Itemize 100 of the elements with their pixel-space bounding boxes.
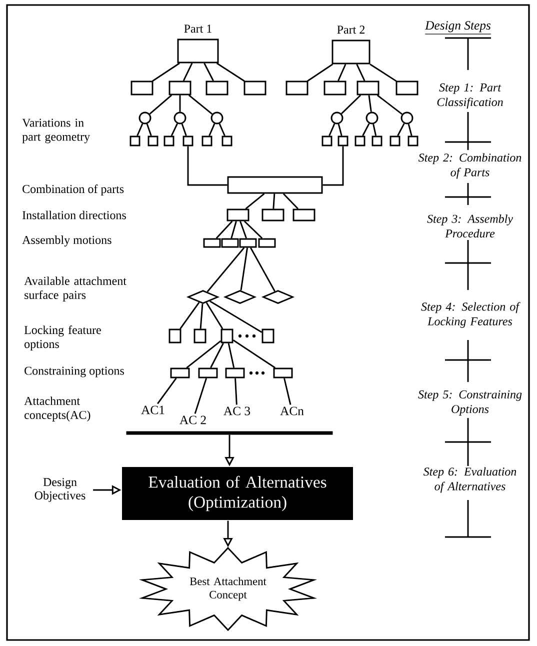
connector-line xyxy=(157,378,177,404)
column-heading: Design Steps xyxy=(424,21,492,34)
connector-line xyxy=(186,340,222,368)
rectangle-shape xyxy=(221,238,239,248)
connector-line xyxy=(179,95,181,112)
rectangle-shape xyxy=(182,136,194,146)
rectangle-shape xyxy=(227,176,323,194)
connector-line xyxy=(322,146,344,186)
connector-line xyxy=(244,220,263,239)
connector-line xyxy=(146,124,152,136)
connector-line xyxy=(228,343,235,368)
connector-line xyxy=(250,247,276,292)
connector-line xyxy=(328,123,336,136)
concept-label: AC 3 xyxy=(224,406,250,416)
evaluation-box: Evaluation of Alternatives (Optimization) xyxy=(122,467,353,520)
level-label: Constraining options xyxy=(24,366,124,378)
level-label: Variations in part geometry xyxy=(22,118,90,144)
rectangle-shape xyxy=(148,136,158,146)
circle-shape xyxy=(400,112,414,124)
concept-label: AC 2 xyxy=(180,416,206,424)
connector-line xyxy=(149,94,172,114)
rectangle-shape xyxy=(322,136,332,146)
rectangle-shape xyxy=(225,368,245,378)
rectangle-shape xyxy=(258,238,276,248)
step-label: Step 6: Evaluation of Alternatives xyxy=(424,467,516,493)
connector-line xyxy=(408,124,412,136)
rectangle-shape xyxy=(408,136,418,146)
part-box: Part 2 xyxy=(332,26,370,64)
connector-line xyxy=(152,62,180,82)
rectangle-shape xyxy=(220,328,234,344)
connector-line xyxy=(306,64,334,82)
rectangle-shape xyxy=(202,136,212,146)
level-label: Installation directions xyxy=(22,210,126,220)
step-label: Step 2: Combination of Parts xyxy=(418,153,522,179)
part-box: Part 1 xyxy=(177,24,219,64)
bar-line xyxy=(126,431,333,435)
connector-line xyxy=(216,220,233,239)
rectangle-shape xyxy=(170,368,190,378)
connector-line xyxy=(182,62,193,82)
rectangle-shape xyxy=(239,238,257,248)
connector-line xyxy=(180,302,200,330)
connector-line xyxy=(206,302,224,330)
connector-line xyxy=(338,64,346,82)
connector-line xyxy=(340,94,362,114)
connector-line xyxy=(208,123,216,136)
rectangle-shape xyxy=(198,368,218,378)
rectangle-shape xyxy=(372,136,382,146)
connector-line xyxy=(362,123,370,136)
rectangle-shape xyxy=(194,328,206,344)
connector-line xyxy=(206,247,245,292)
connector-line xyxy=(204,62,214,82)
connector-line xyxy=(232,340,276,368)
connector-line xyxy=(240,221,247,239)
connector-line xyxy=(200,304,204,329)
connector-line xyxy=(181,124,187,136)
node-label: Part 1 xyxy=(184,24,212,33)
connector-line xyxy=(218,123,226,136)
connector-line xyxy=(284,378,292,405)
rectangle-shape xyxy=(164,136,174,146)
connector-line xyxy=(272,194,276,209)
rectangle-shape xyxy=(338,136,348,146)
connector-line xyxy=(368,95,372,112)
rectangle-shape xyxy=(222,136,232,146)
connector-line xyxy=(372,124,377,136)
circle-shape xyxy=(138,112,152,124)
step-label: Step 3: Assembly Procedure xyxy=(427,214,513,238)
connector-line xyxy=(240,248,248,290)
rectangle-shape xyxy=(262,328,274,344)
level-label: Locking feature options xyxy=(24,326,101,350)
connector-line xyxy=(282,193,298,210)
connector-line xyxy=(338,124,342,136)
level-label: Attachment concepts(AC) xyxy=(24,396,90,422)
rectangle-shape xyxy=(273,368,293,378)
level-label: Assembly motions xyxy=(22,236,112,246)
circle-shape xyxy=(174,112,186,124)
connector-line xyxy=(136,123,144,136)
level-label: Available attachment surface pairs xyxy=(24,276,126,302)
concept-label: ACn xyxy=(280,406,304,416)
step-label: Step 1: Part Classification xyxy=(437,83,503,109)
node-label: Part 2 xyxy=(337,26,364,34)
connector-line xyxy=(194,378,208,414)
connector-line xyxy=(209,300,262,333)
connector-line xyxy=(234,378,238,405)
connector-line xyxy=(356,64,366,82)
rectangle-shape xyxy=(130,136,140,146)
step-label: Step 4: Selection of Locking Features xyxy=(421,302,520,328)
connector-line xyxy=(397,123,405,136)
connector-line xyxy=(245,193,265,210)
step-label: Step 5: Constraining Options xyxy=(418,390,522,416)
circle-shape xyxy=(366,112,378,124)
circle-shape xyxy=(330,112,344,124)
connector-line xyxy=(210,342,224,368)
rectangle-shape xyxy=(168,328,182,344)
connector-line xyxy=(188,94,213,115)
level-label: Combination of parts xyxy=(22,184,124,196)
connector-line xyxy=(376,94,402,115)
rectangle-shape xyxy=(203,238,221,248)
concept-label: AC1 xyxy=(141,406,164,414)
connector-line xyxy=(170,123,178,136)
connector-line xyxy=(230,221,237,238)
